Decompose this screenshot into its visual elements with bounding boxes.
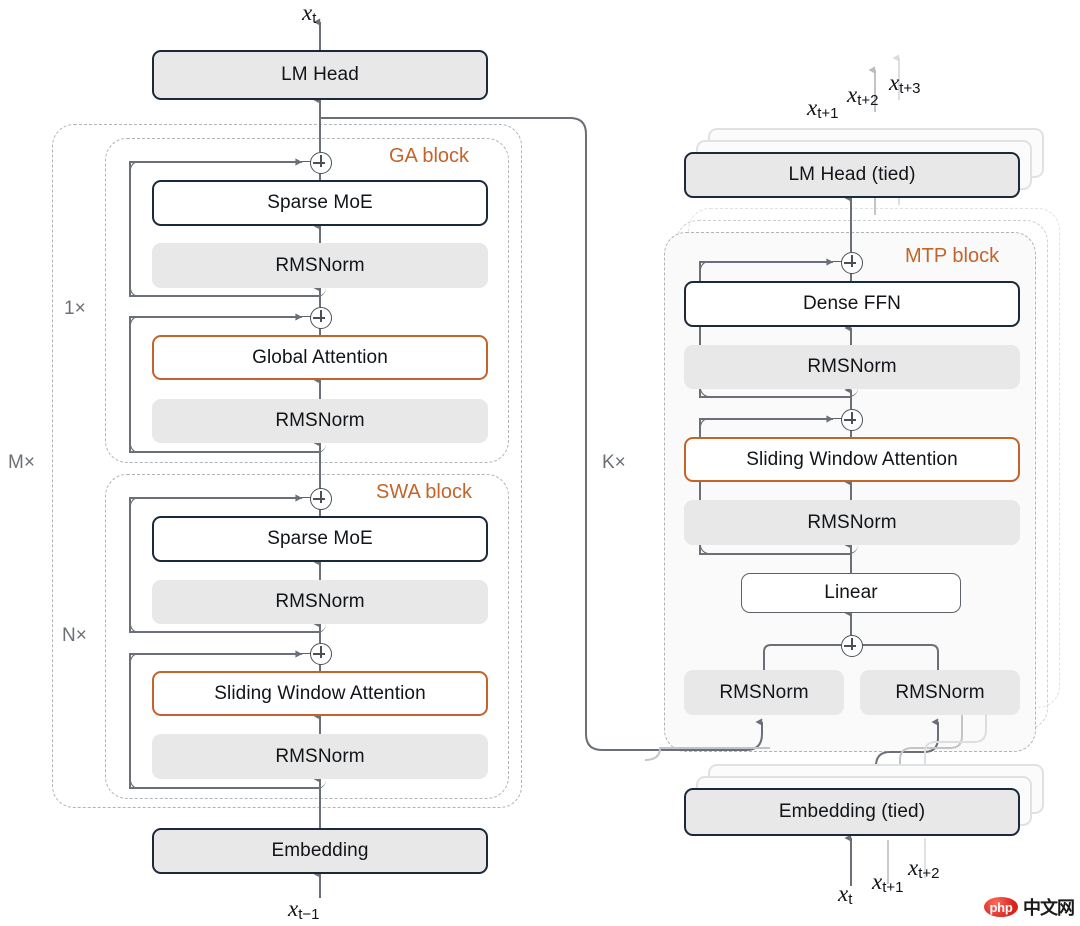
- repeat-label-n: N×: [62, 625, 87, 646]
- mtp-output-token-1: xt+1: [807, 95, 839, 122]
- mtp-rmsnorm-mid-node[interactable]: RMSNorm: [684, 500, 1020, 545]
- mtp-output-token-2: xt+2: [847, 82, 879, 109]
- dense-ffn-node[interactable]: Dense FFN: [684, 281, 1020, 327]
- mtp-input-token-3: xt+2: [908, 855, 940, 882]
- ga-rmsnorm-bottom-label: RMSNorm: [275, 410, 365, 431]
- left-embedding-label: Embedding: [271, 840, 369, 861]
- left-lm-head-label: LM Head: [281, 64, 359, 85]
- mtp-rmsnorm-left-node[interactable]: RMSNorm: [684, 670, 844, 715]
- ga-block-label: GA block: [389, 145, 470, 167]
- ga-moe-add-node: [310, 152, 332, 174]
- mtp-rmsnorm-right-node[interactable]: RMSNorm: [860, 670, 1020, 715]
- watermark: php 中文网: [984, 894, 1075, 920]
- ga-sparse-moe-node[interactable]: Sparse MoE: [152, 180, 488, 226]
- left-output-token: xt: [302, 0, 317, 27]
- ga-rmsnorm-top-label: RMSNorm: [275, 254, 365, 276]
- swa-attn-add-node: [310, 643, 332, 665]
- ga-sparse-moe-label: Sparse MoE: [267, 192, 373, 213]
- swa-rmsnorm-bottom-label: RMSNorm: [275, 745, 365, 767]
- mtp-attn-add-node: [841, 409, 863, 431]
- mtp-embedding-label: Embedding (tied): [778, 801, 926, 822]
- sliding-window-attention-node[interactable]: Sliding Window Attention: [152, 671, 488, 716]
- repeat-label-m: M×: [8, 452, 35, 473]
- global-attention-node[interactable]: Global Attention: [152, 335, 488, 380]
- swa-rmsnorm-top-node[interactable]: RMSNorm: [152, 580, 488, 624]
- swa-sparse-moe-node[interactable]: Sparse MoE: [152, 516, 488, 562]
- mtp-rmsnorm-left-label: RMSNorm: [719, 681, 809, 703]
- swa-moe-add-node: [310, 488, 332, 510]
- outer-repeat-region-m: [52, 124, 522, 808]
- mtp-sliding-window-attention-node[interactable]: Sliding Window Attention: [684, 437, 1020, 482]
- mtp-rmsnorm-top-label: RMSNorm: [807, 356, 897, 377]
- swa-sparse-moe-label: Sparse MoE: [267, 528, 373, 549]
- ga-rmsnorm-bottom-node[interactable]: RMSNorm: [152, 399, 488, 443]
- left-lm-head-node[interactable]: LM Head: [152, 50, 488, 100]
- mtp-linear-node[interactable]: Linear: [741, 573, 961, 613]
- ga-block-region: [105, 138, 509, 463]
- repeat-label-1x: 1×: [64, 298, 86, 319]
- mtp-lm-head-label: LM Head (tied): [788, 164, 916, 185]
- swa-block-region: [105, 474, 509, 799]
- left-embedding-node[interactable]: Embedding: [152, 828, 488, 874]
- ga-attn-add-node: [310, 307, 332, 329]
- mtp-concat-add-node: [841, 635, 863, 657]
- mtp-input-token-2: xt+1: [872, 869, 904, 896]
- global-attention-label: Global Attention: [252, 346, 388, 368]
- mtp-output-token-3: xt+3: [889, 70, 921, 97]
- watermark-text: 中文网: [1023, 898, 1075, 918]
- dense-ffn-label: Dense FFN: [802, 293, 902, 314]
- mtp-ffn-add-node: [841, 252, 863, 274]
- php-logo-icon: php: [984, 897, 1018, 917]
- mtp-linear-label: Linear: [824, 582, 878, 603]
- mtp-input-token-1: xt: [838, 881, 853, 908]
- mtp-embedding-node[interactable]: Embedding (tied): [684, 788, 1020, 836]
- swa-rmsnorm-top-label: RMSNorm: [275, 591, 365, 612]
- mtp-rmsnorm-mid-label: RMSNorm: [807, 511, 897, 533]
- mtp-block-label: MTP block: [905, 245, 1000, 267]
- mtp-lm-head-node[interactable]: LM Head (tied): [684, 152, 1020, 198]
- sliding-window-attention-label: Sliding Window Attention: [214, 682, 426, 704]
- swa-block-label: SWA block: [376, 481, 472, 503]
- swa-rmsnorm-bottom-node[interactable]: RMSNorm: [152, 734, 488, 779]
- repeat-label-k: K×: [602, 452, 626, 473]
- left-input-token: xt−1: [288, 896, 320, 923]
- mtp-rmsnorm-top-node[interactable]: RMSNorm: [684, 345, 1020, 389]
- mtp-sliding-window-attention-label: Sliding Window Attention: [746, 448, 958, 470]
- mtp-rmsnorm-right-label: RMSNorm: [895, 681, 985, 703]
- ga-rmsnorm-top-node[interactable]: RMSNorm: [152, 243, 488, 288]
